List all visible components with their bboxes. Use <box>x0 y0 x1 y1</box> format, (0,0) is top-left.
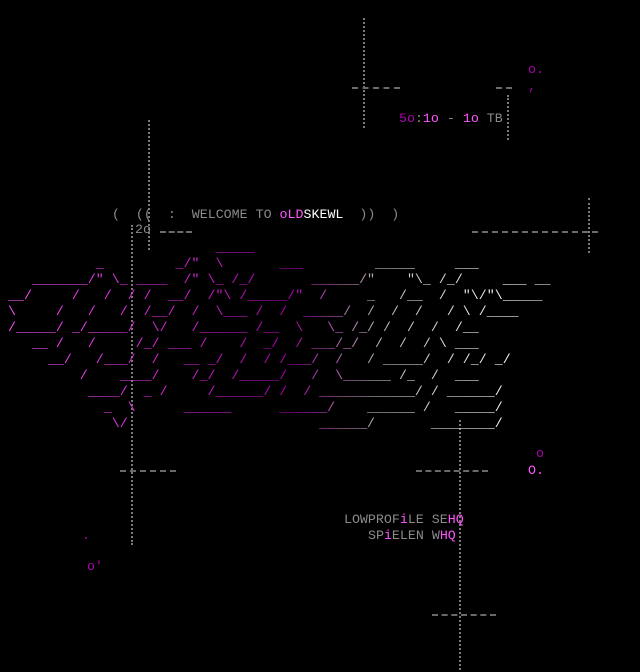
deco-top-right-tick: , <box>528 79 536 94</box>
credit-text: SP <box>367 528 384 543</box>
logo-line: \ / / / /__/ / \___ / / _____/ / / / / \… <box>0 304 519 319</box>
logo-tag: 2o <box>135 222 151 237</box>
divider-horizontal-left <box>160 231 192 233</box>
logo-line: _ _/" \ ___ _____ ___ <box>0 256 479 271</box>
credit-text: LE SE <box>407 512 448 527</box>
oldskewl-ascii-logo: _____ _ _/" \ ___ _____ ___ _______/" \_… <box>0 240 640 432</box>
capacity-unit: TB <box>478 111 503 126</box>
divider-horizontal-bottom <box>432 614 496 616</box>
deco-mid-o: o <box>536 446 544 461</box>
divider-horizontal-right <box>472 231 598 233</box>
divider-vertical-bottom <box>459 420 461 670</box>
logo-line: _____ <box>0 240 256 255</box>
welcome-open: ( (( : WELCOME TO <box>111 207 280 222</box>
welcome-name: SKEWL <box>303 207 344 222</box>
deco-bottom-left: o' <box>87 559 103 574</box>
credit-accent: HQ <box>447 512 464 527</box>
logo-line: ____/ _ / /______/ / / ____________/ / _… <box>0 384 503 399</box>
logo-line: / ____/ /_/ /_____/ / \______ /_ / ___ <box>0 368 479 383</box>
divider-horizontal-mid-right <box>416 470 488 472</box>
credit-text: ELEN W <box>391 528 440 543</box>
logo-line: _______/" \_ ____ /" \_ /_/ ______/" "\_… <box>0 272 551 287</box>
logo-line: \/ ______/ ________/ <box>0 416 503 431</box>
divider-vertical-left <box>148 120 150 250</box>
divider-vertical-top <box>363 18 365 128</box>
divider-horizontal-mid-left <box>120 470 176 472</box>
deco-top-right: o. <box>528 62 544 77</box>
capacity-c: 1o <box>462 111 479 126</box>
logo-line: __/ /___/ / __ _/ / / /___/ / / _____/ /… <box>0 352 511 367</box>
divider-vertical-right-top <box>507 95 509 140</box>
capacity-a: 5o <box>398 111 415 126</box>
logo-line: __ / / /_/ ___ / / _/ / ___/_/ / / / \ _… <box>0 336 479 351</box>
deco-mid-O: O. <box>528 463 544 478</box>
capacity-readout: 5o:1o - 1o TB <box>383 95 503 127</box>
welcome-close: )) ) <box>343 207 400 222</box>
logo-line: _ \ ______ ______/ ______ / _____/ <box>0 400 503 415</box>
capacity-dash: - <box>438 111 463 126</box>
welcome-banner: ( (( : WELCOME TO oLDSKEWL )) ) <box>96 191 399 223</box>
divider-horizontal-top <box>352 87 400 89</box>
welcome-highlight: oLD <box>279 207 304 222</box>
deco-dot: . <box>82 528 90 543</box>
capacity-sep: : <box>414 111 423 126</box>
divider-horizontal-top-right <box>496 87 512 89</box>
logo-line: __/ / / / / __/ /"\ /_____/" / _ /__ / "… <box>0 288 543 303</box>
divider-vertical-left-long <box>131 225 133 545</box>
logo-line: /_____/ _/_____/ \/ /______ /__ \ \_ /_/… <box>0 320 479 335</box>
credit-accent: i <box>383 528 392 543</box>
credit-line-2: SPiELEN WHQ <box>352 512 456 544</box>
credit-line-1: LOWPROFiLE SEHQ <box>328 496 464 528</box>
capacity-b: 1o <box>422 111 439 126</box>
credit-text: LOWPROF <box>343 512 400 527</box>
divider-vertical-right <box>588 198 590 253</box>
credit-accent: i <box>399 512 408 527</box>
credit-accent: HQ <box>439 528 456 543</box>
